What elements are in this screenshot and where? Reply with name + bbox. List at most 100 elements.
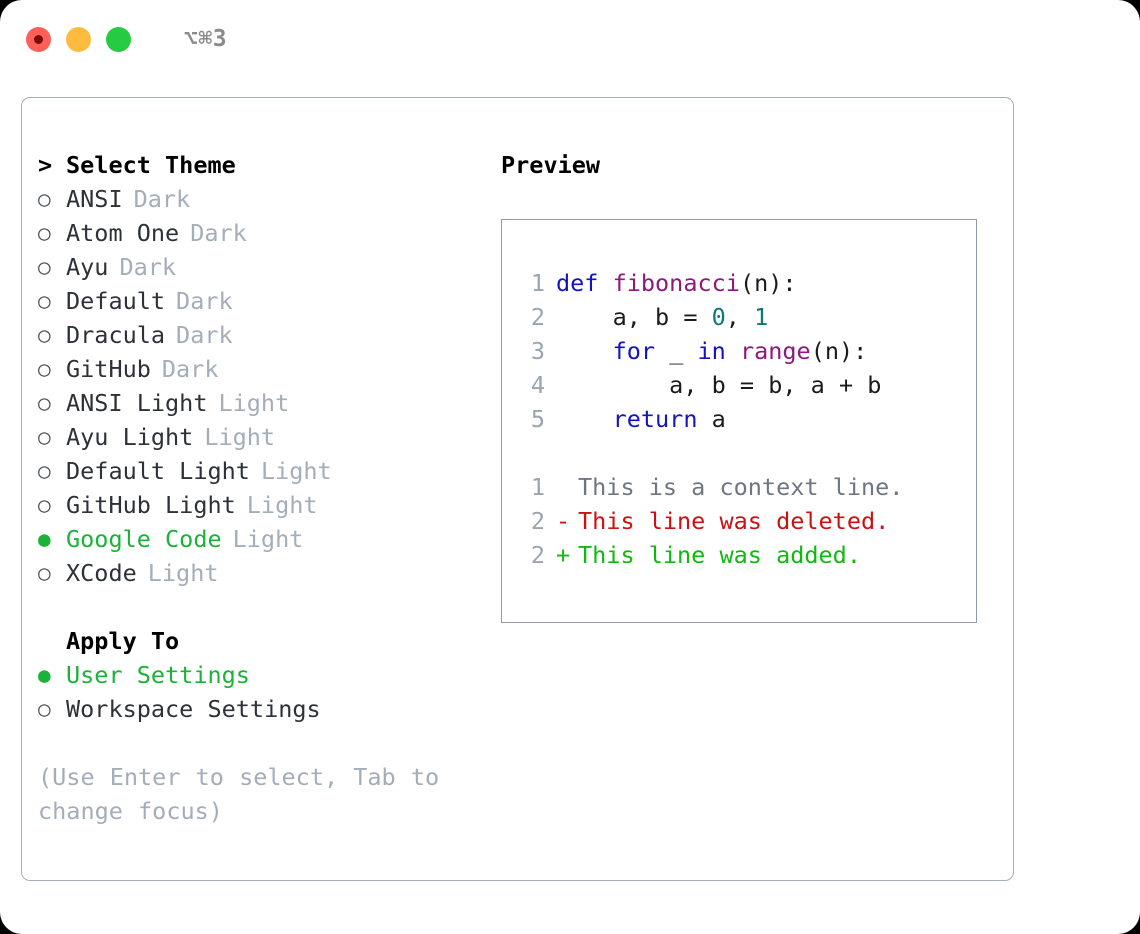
theme-variant-label: Light bbox=[246, 491, 318, 519]
theme-name-label: Google Code bbox=[66, 525, 222, 553]
code-token-fn: fibonacci bbox=[612, 269, 740, 297]
diff-marker-del: - bbox=[556, 507, 571, 535]
apply-to-section: Apply To ● User Settings ○ Workspace Settin… bbox=[38, 624, 488, 726]
theme-variant-label: Light bbox=[218, 389, 290, 417]
radio-unselected-icon: ○ bbox=[38, 323, 51, 347]
diff-sample: 1 This is a context line.2-This line was… bbox=[519, 470, 976, 572]
diff-line-text: This is a context line. bbox=[578, 473, 904, 501]
code-line: 4 a, b = b, a + b bbox=[519, 368, 976, 402]
radio-unselected-icon: ○ bbox=[38, 289, 51, 313]
radio-unselected-icon: ○ bbox=[38, 221, 51, 245]
radio-selected-icon: ● bbox=[38, 527, 51, 551]
code-token-plain: , bbox=[725, 303, 755, 331]
apply-to-label: User Settings bbox=[66, 661, 250, 689]
radio-selected-icon: ● bbox=[38, 663, 51, 687]
code-token-kw: for bbox=[612, 337, 656, 365]
diff-line: 2-This line was deleted. bbox=[519, 504, 976, 538]
diff-line: 1 This is a context line. bbox=[519, 470, 976, 504]
theme-name-label: GitHub Light bbox=[66, 491, 236, 519]
apply-to-header: Apply To bbox=[66, 627, 180, 655]
theme-name-label: ANSI bbox=[66, 185, 123, 213]
theme-name-label: Default Light bbox=[66, 457, 250, 485]
apply-to-list: ● User Settings ○ Workspace Settings bbox=[38, 658, 488, 726]
code-token-kw: return bbox=[612, 405, 698, 433]
theme-variant-label: Dark bbox=[190, 219, 247, 247]
theme-variant-label: Dark bbox=[176, 321, 233, 349]
code-token-plain: (n): bbox=[739, 269, 797, 297]
apply-to-option[interactable]: ○ Workspace Settings bbox=[38, 692, 488, 726]
theme-list-item[interactable]: ○ XCode Light bbox=[38, 556, 488, 590]
radio-unselected-icon: ○ bbox=[38, 255, 51, 279]
maximize-button[interactable] bbox=[106, 26, 131, 52]
code-line-text: a, b = b, a + b bbox=[556, 368, 881, 402]
theme-variant-label: Dark bbox=[133, 185, 191, 213]
recording-indicator-icon bbox=[34, 34, 43, 44]
theme-variant-label: Light bbox=[147, 559, 219, 587]
code-token-plain bbox=[556, 337, 613, 365]
code-line-number: 1 bbox=[530, 269, 545, 297]
radio-unselected-icon: ○ bbox=[38, 459, 51, 483]
theme-name-label: ANSI Light bbox=[66, 389, 208, 417]
diff-line-number: 1 bbox=[530, 473, 545, 501]
code-line: 3 for _ in range(n): bbox=[519, 334, 976, 368]
code-line-number: 5 bbox=[530, 405, 545, 433]
theme-name-label: XCode bbox=[66, 559, 137, 587]
code-token-plain: a, b = b, a + b bbox=[556, 371, 882, 399]
radio-unselected-icon: ○ bbox=[38, 697, 51, 721]
diff-line-text: This line was deleted. bbox=[578, 507, 890, 535]
close-button[interactable] bbox=[26, 26, 51, 52]
theme-list-item[interactable]: ○ Ayu Dark bbox=[38, 250, 488, 284]
select-theme-label: Select Theme bbox=[66, 151, 236, 179]
apply-to-label: Workspace Settings bbox=[66, 695, 321, 723]
diff-line-number: 2 bbox=[530, 541, 545, 569]
diff-line-number: 2 bbox=[530, 507, 545, 535]
code-token-num: 0 bbox=[711, 303, 726, 331]
theme-list-item[interactable]: ○ Atom One Dark bbox=[38, 216, 488, 250]
code-token-plain bbox=[556, 405, 613, 433]
keyboard-shortcut-hint: ⌥⌘3 bbox=[184, 26, 228, 52]
code-line: 1 def fibonacci(n): bbox=[519, 266, 976, 300]
code-line: 2 a, b = 0, 1 bbox=[519, 300, 976, 334]
diff-line: 2+This line was added. bbox=[519, 538, 976, 572]
code-token-plain bbox=[726, 337, 740, 365]
title-bar: ⌥⌘3 bbox=[0, 0, 1140, 78]
code-line-text: def fibonacci(n): bbox=[556, 266, 797, 300]
code-token-plain: a, b = bbox=[556, 303, 712, 331]
code-token-kw: in bbox=[697, 337, 726, 365]
radio-unselected-icon: ○ bbox=[38, 357, 51, 381]
code-line-text: return a bbox=[556, 402, 726, 436]
minimize-button[interactable] bbox=[66, 26, 91, 52]
theme-name-label: Ayu bbox=[66, 253, 109, 281]
prompt-caret-icon: > bbox=[38, 151, 53, 179]
theme-variant-label: Dark bbox=[119, 253, 177, 281]
theme-name-label: Ayu Light bbox=[66, 423, 194, 451]
theme-name-label: GitHub bbox=[66, 355, 151, 383]
code-line-text: for _ in range(n): bbox=[556, 334, 868, 368]
apply-to-option[interactable]: ● User Settings bbox=[38, 658, 488, 692]
radio-unselected-icon: ○ bbox=[38, 561, 51, 585]
theme-variant-label: Light bbox=[204, 423, 276, 451]
code-line: 5 return a bbox=[519, 402, 976, 436]
code-token-plain: a bbox=[697, 405, 726, 433]
code-token-kw: def bbox=[556, 269, 613, 297]
code-line-number: 4 bbox=[530, 371, 545, 399]
theme-name-label: Default bbox=[66, 287, 166, 315]
theme-name-label: Atom One bbox=[66, 219, 180, 247]
help-text: (Use Enter to select, Tab to change focu… bbox=[38, 763, 440, 825]
diff-marker-context bbox=[556, 470, 578, 504]
